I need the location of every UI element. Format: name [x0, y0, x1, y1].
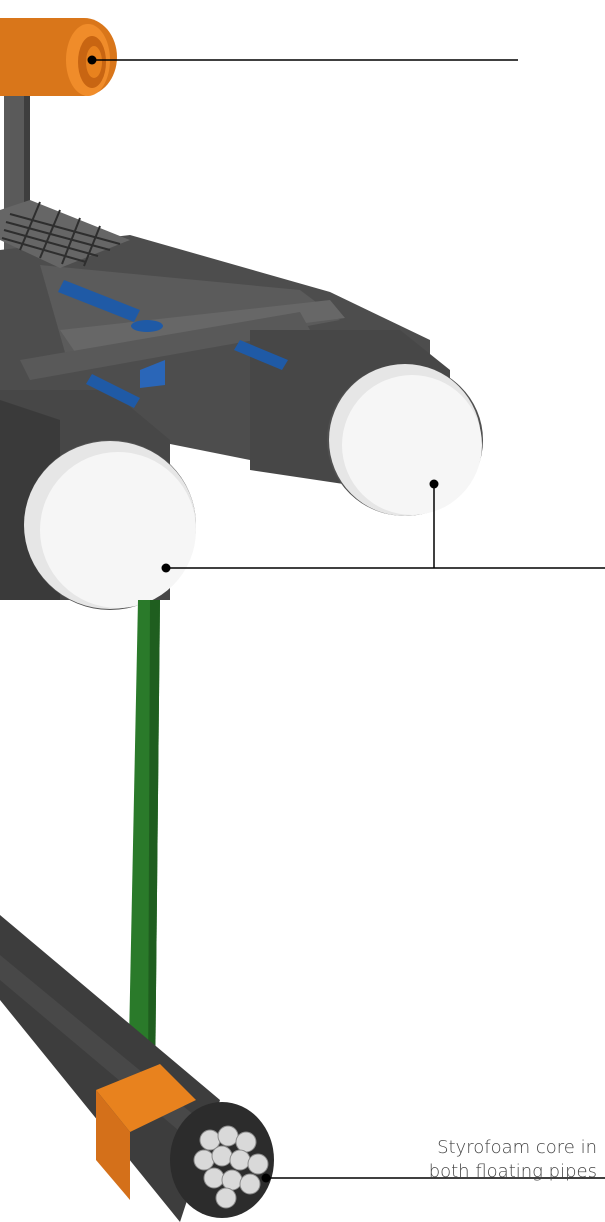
dot-float-cap-front: [161, 563, 171, 573]
float-cap-back: [329, 364, 482, 516]
blue-pins: [58, 280, 288, 408]
grate-panel: [0, 200, 130, 268]
styrofoam-bundle: [193, 1125, 269, 1209]
styrofoam-core-label-line-1: Styrofoam core in: [437, 1137, 597, 1158]
leader-dots: [87, 55, 439, 1183]
float-cap-front: [24, 441, 196, 609]
orange-band: [96, 1064, 196, 1200]
green-strap: [128, 600, 160, 1090]
dot-styrofoam: [261, 1173, 271, 1183]
dot-top-handle: [87, 55, 97, 65]
leader-lines: [92, 59, 605, 1179]
orange-handle: [0, 18, 117, 96]
styrofoam-core-label-line-2: both floating pipes: [428, 1161, 597, 1182]
dot-float-cap-back: [429, 479, 439, 489]
styrofoam-core-label: Styrofoam core in both floating pipes: [357, 1136, 597, 1184]
